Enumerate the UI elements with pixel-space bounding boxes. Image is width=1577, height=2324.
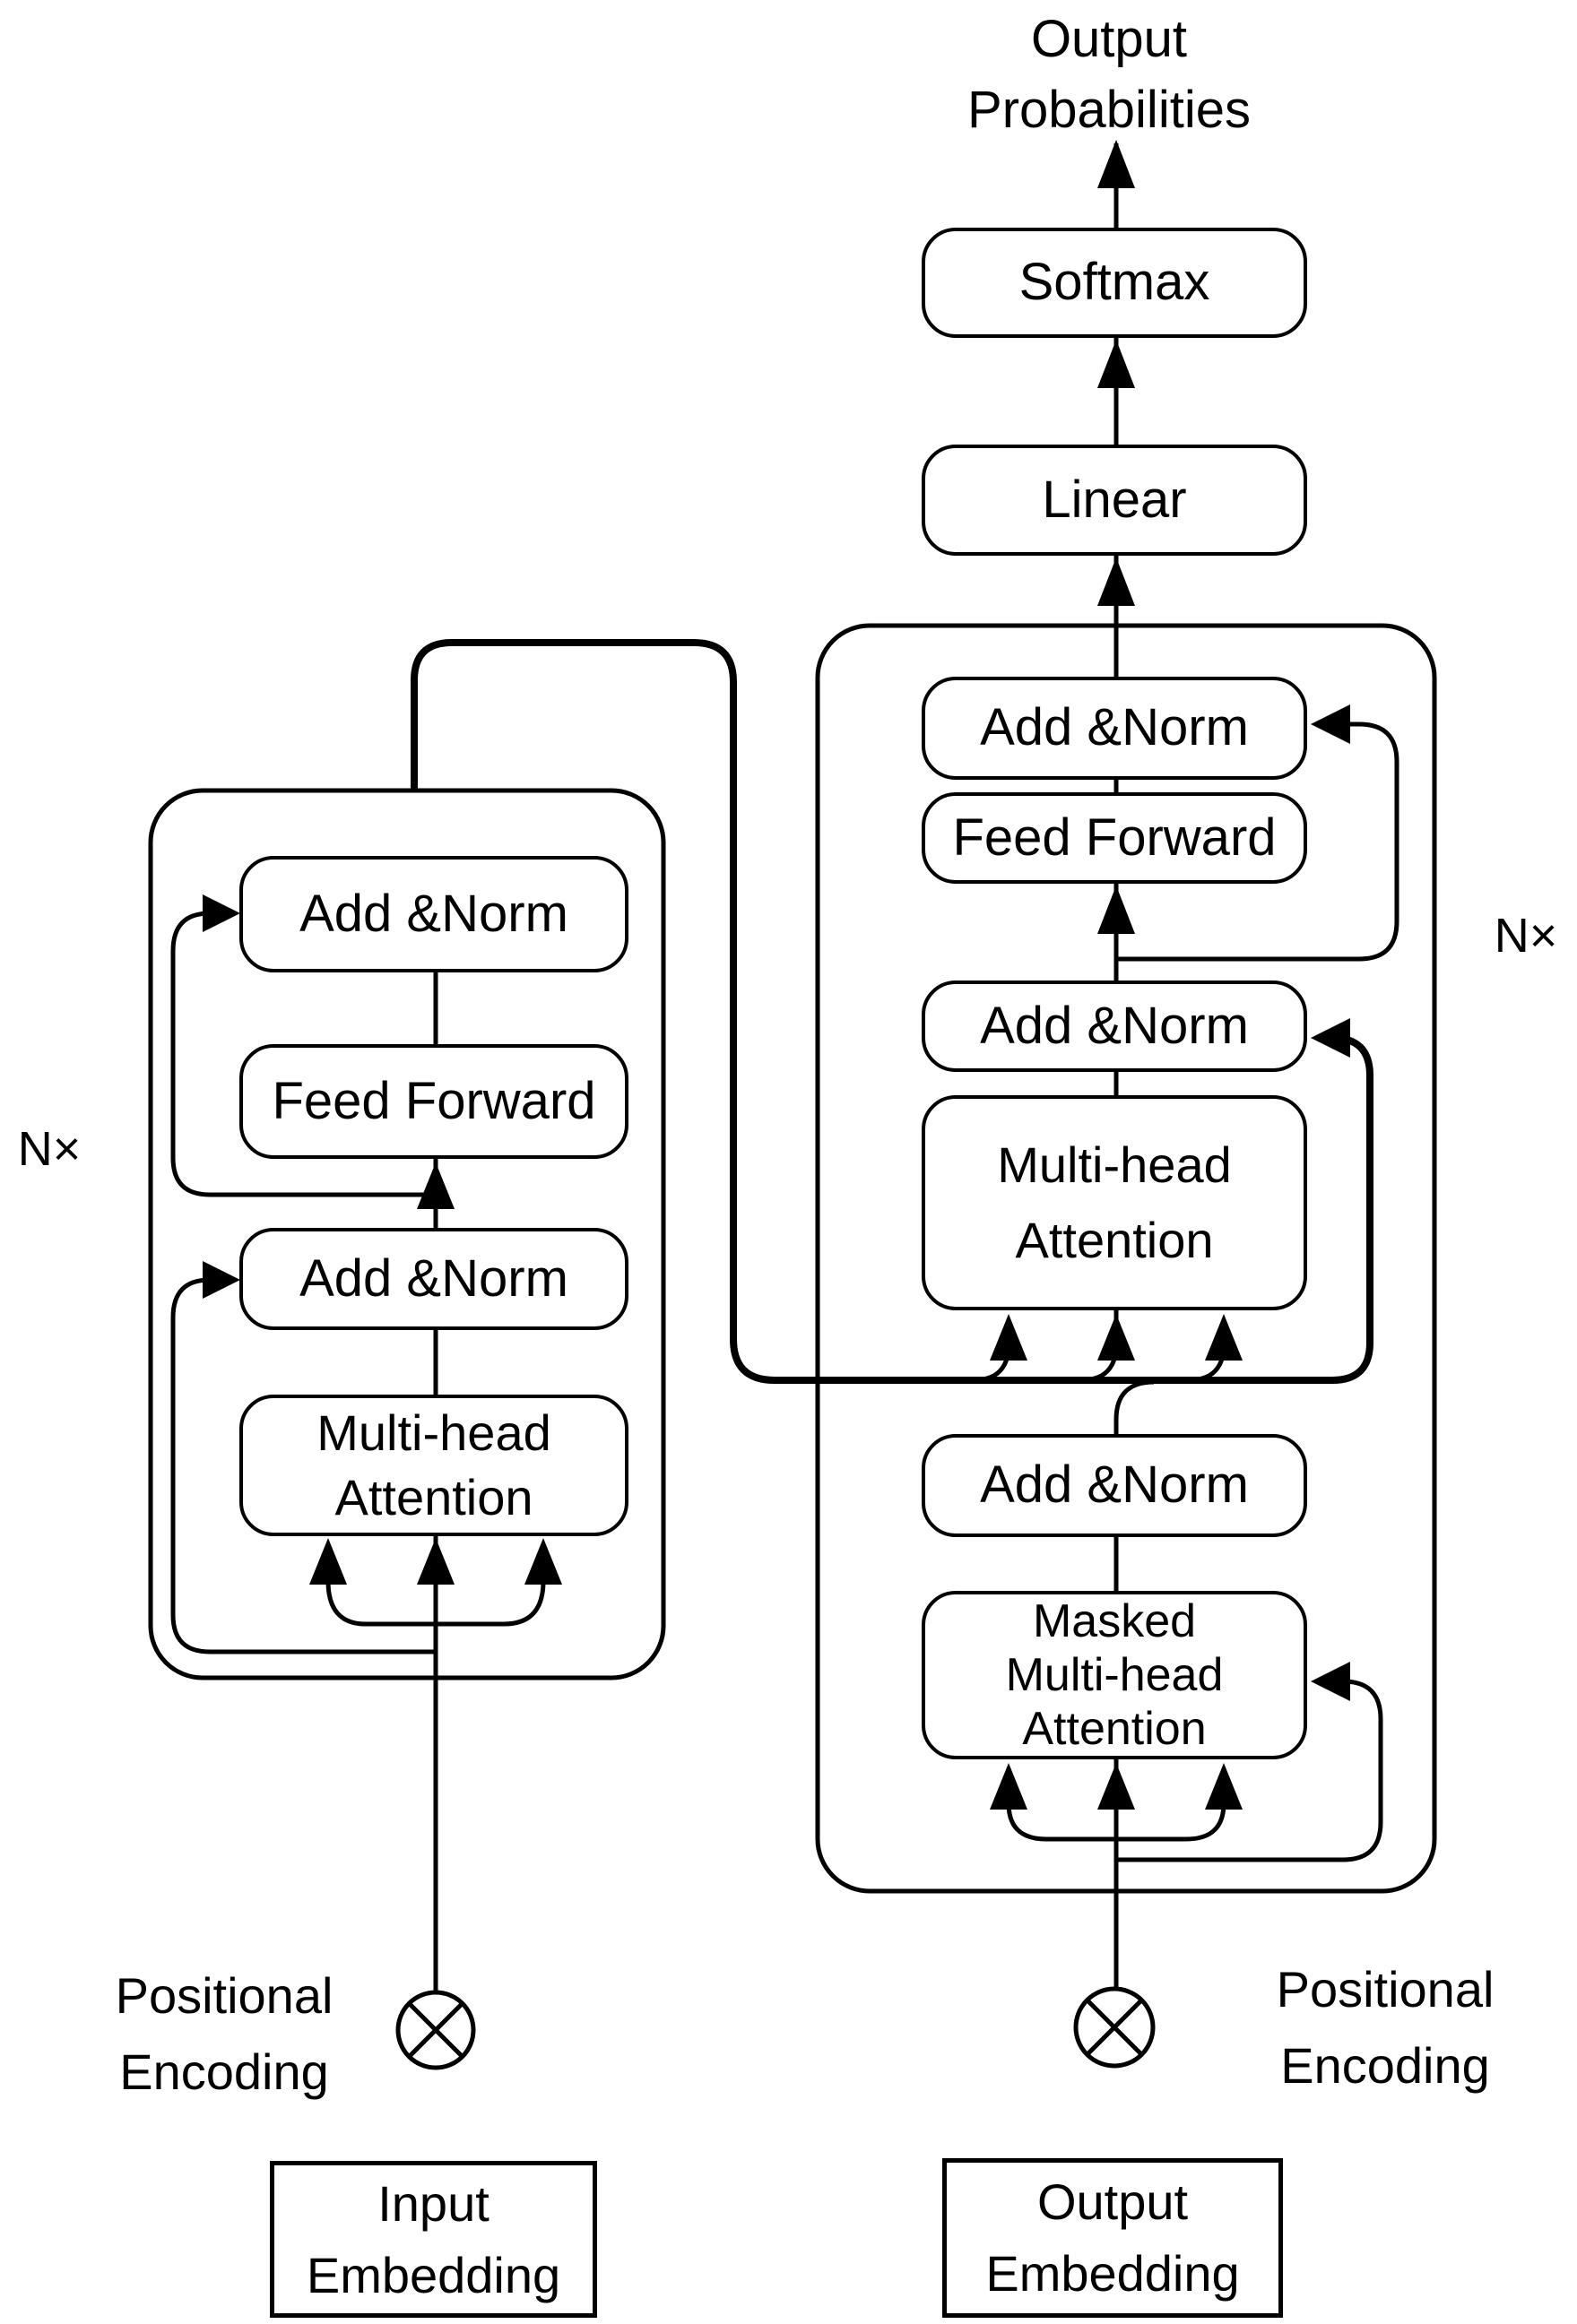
decoder-multi-head-attention-box: Multi-head Attention — [922, 1095, 1307, 1310]
encoder-decoder-connector-line — [411, 639, 1373, 1384]
arrowhead-into-linear — [1097, 557, 1135, 606]
arrowhead-into-masked-mha-center — [1097, 1763, 1135, 1810]
decoder-add-norm-middle-box: Add &Norm — [922, 981, 1307, 1072]
encoder-repeat-n-label: N× — [17, 1122, 82, 1176]
arrowhead-into-decoder-feedforward — [1097, 886, 1135, 934]
positional-multiply-icon-right — [1073, 1986, 1156, 2069]
decoder-residual-skip-masked — [1116, 1679, 1383, 1862]
encoder-add-norm-bottom-box: Add &Norm — [239, 1228, 628, 1330]
encoder-add-norm-top-box: Add &Norm — [239, 856, 628, 972]
arrowhead-into-decoder-mha-center — [1097, 1314, 1135, 1361]
decoder-repeat-n-label: N× — [1494, 909, 1558, 963]
masked-multi-head-attention-box: Masked Multi-head Attention — [922, 1591, 1307, 1759]
encoder-residual-skip-bottom — [170, 1277, 436, 1654]
decoder-add-norm-bottom-box: Add &Norm — [922, 1434, 1307, 1537]
positional-multiply-icon-left — [395, 1990, 476, 2070]
positional-encoding-label-right: Positional Encoding — [1276, 1961, 1495, 2094]
residual-arrowhead-into-decoder-addnorm-middle — [1311, 1018, 1350, 1058]
decoder-stack-container — [815, 623, 1437, 1894]
decoder-self-attention-loop — [1006, 1802, 1226, 1842]
encoder-residual-skip-top — [170, 911, 436, 1197]
arrowhead-into-decoder-addnorm-top — [1311, 704, 1350, 744]
arrowhead-into-encoder-feedforward — [417, 1162, 455, 1209]
arrowhead-into-decoder-mha-right — [1205, 1314, 1243, 1361]
arrowhead-into-encoder-mha-center — [417, 1538, 455, 1585]
arrowhead-output-probabilities — [1097, 140, 1135, 188]
linear-box: Linear — [922, 445, 1307, 556]
arrowhead-into-encoder-addnorm-top — [203, 894, 240, 932]
decoder-lower-to-cross-attention-line — [1113, 1379, 1155, 1436]
arrowhead-into-decoder-mha-left — [990, 1314, 1027, 1361]
encoder-self-attention-loop — [325, 1580, 546, 1627]
decoder-add-norm-top-box: Add &Norm — [922, 677, 1307, 780]
output-probabilities-label: Output Probabilities — [967, 10, 1251, 139]
encoder-feed-forward-box: Feed Forward — [239, 1044, 628, 1159]
softmax-box: Softmax — [922, 228, 1307, 338]
decoder-feed-forward-box: Feed Forward — [922, 792, 1307, 884]
arrowhead-into-masked-mha-left — [990, 1763, 1027, 1810]
arrowhead-into-encoder-mha-left — [309, 1538, 347, 1585]
input-embedding-box: Input Embedding — [270, 2161, 597, 2318]
decoder-residual-skip-top — [1116, 721, 1399, 962]
encoder-stack-container — [148, 788, 666, 1680]
arrowhead-into-masked-mha-right — [1205, 1763, 1243, 1810]
output-embedding-box: Output Embedding — [942, 2158, 1283, 2318]
arrowhead-into-masked-mha — [1311, 1662, 1350, 1701]
positional-encoding-label-left: Positional Encoding — [115, 1967, 334, 2100]
arrowhead-into-encoder-addnorm-bottom — [203, 1261, 240, 1299]
encoder-multi-head-attention-box: Multi-head Attention — [239, 1395, 628, 1536]
arrowhead-into-softmax — [1097, 340, 1135, 388]
arrowhead-into-encoder-mha-right — [524, 1538, 562, 1585]
